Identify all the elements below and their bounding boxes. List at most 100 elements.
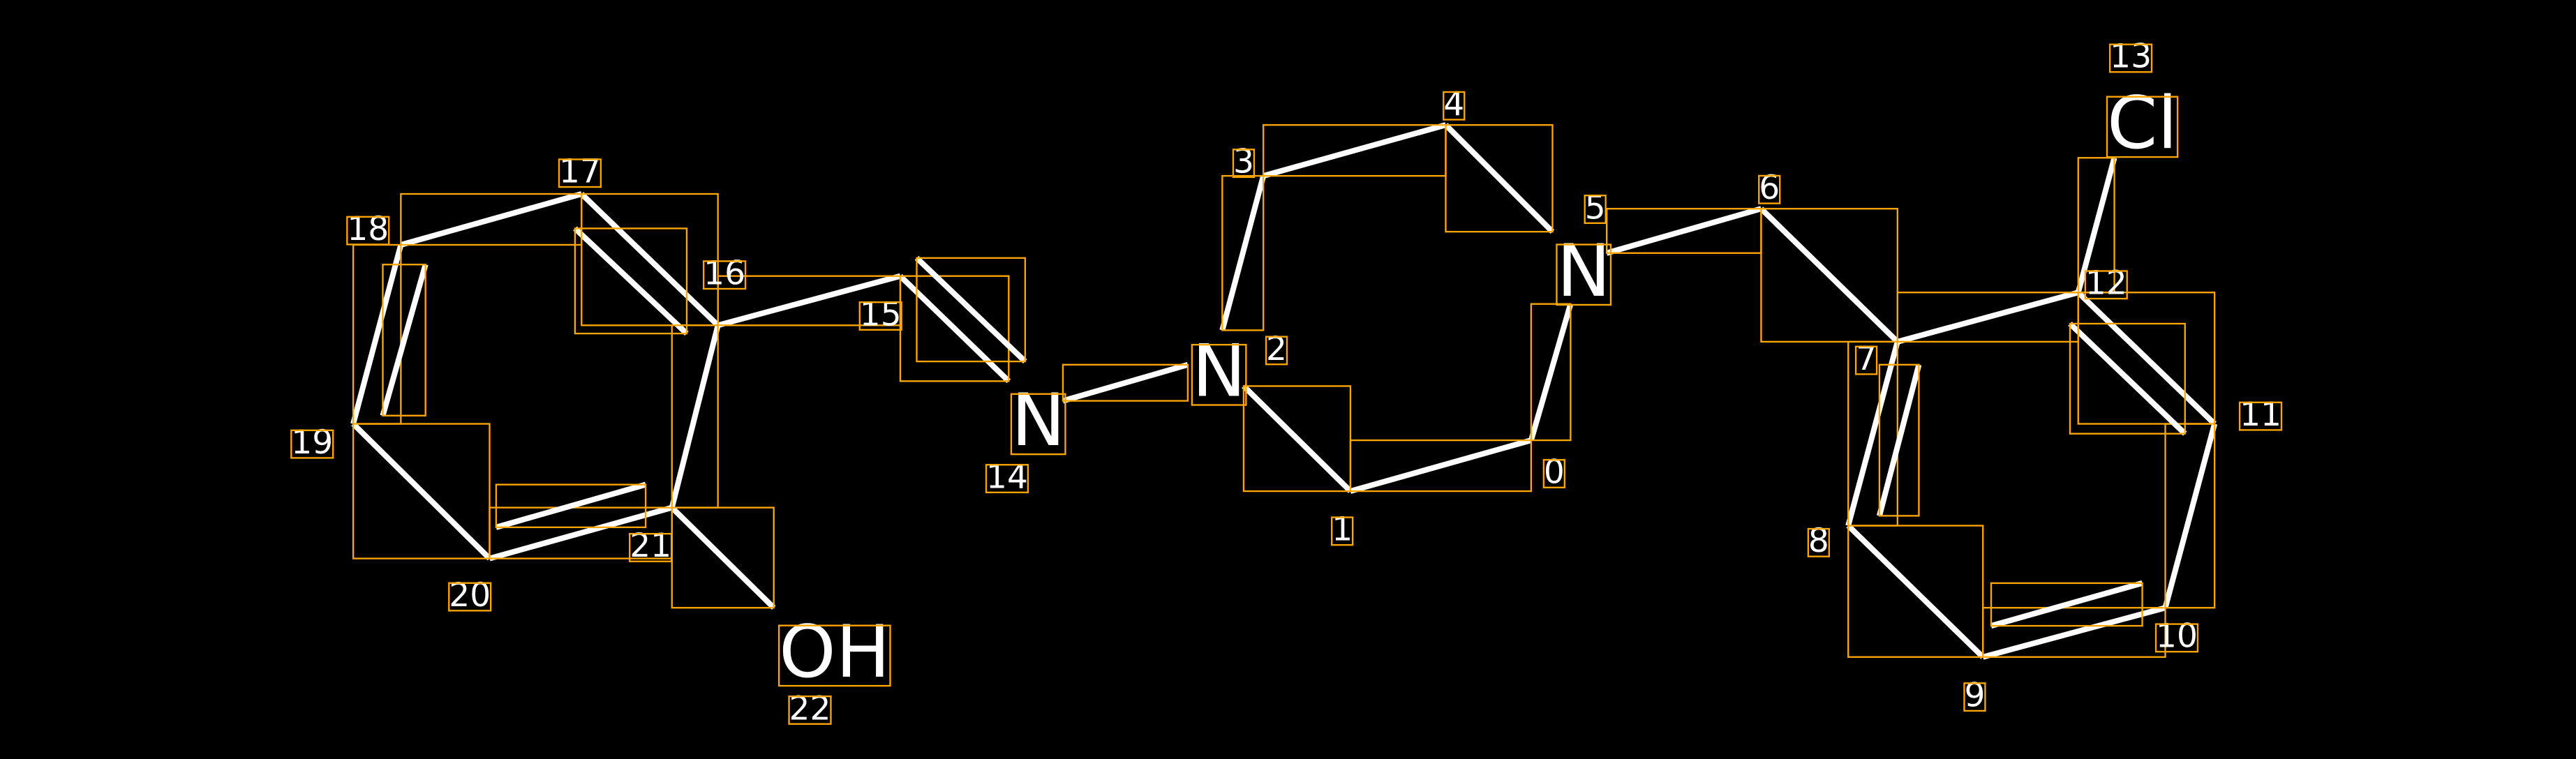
label-bounding-box: [1807, 527, 1830, 557]
atom-index-label: 0: [1544, 453, 1565, 491]
bond-line: [1759, 206, 1900, 344]
bond-4-5: [1443, 123, 1555, 234]
label-bounding-box: [629, 532, 673, 562]
bond-line: [1443, 123, 1555, 234]
bond-line: [1846, 523, 1986, 659]
bond-line: [669, 324, 721, 509]
bond-line: [1242, 384, 1353, 493]
bond-bounding-box: [574, 227, 688, 335]
bond-20-21: [489, 481, 673, 562]
label-bounding-box: [558, 158, 602, 188]
bond-bounding-box: [916, 257, 1027, 363]
atom-index-label: 21: [630, 527, 671, 565]
label-bounding-box: [1265, 336, 1288, 366]
label-bounding-box: [2106, 96, 2179, 158]
atom-index-label: 15: [860, 295, 902, 333]
atom-index-label: 16: [703, 254, 745, 292]
bond-bounding-box: [1242, 385, 1352, 493]
atom-index-label: 11: [2240, 396, 2281, 434]
bond-line: [2162, 423, 2217, 609]
bond-bounding-box: [899, 275, 1010, 382]
atom-index-label: 7: [1856, 340, 1877, 378]
bond-7-8: [1845, 340, 1922, 527]
atom-index-label: 5: [1585, 188, 1606, 227]
bond-19-20: [351, 421, 492, 561]
atom-symbol-n: N: [1011, 379, 1065, 463]
bond-inner-line: [914, 255, 1027, 364]
bond-line: [898, 273, 1011, 384]
atom-index-label: 6: [1759, 169, 1780, 207]
bond-inner-line: [495, 481, 647, 530]
label-bounding-box: [777, 624, 891, 687]
bond-line: [351, 421, 492, 561]
bond-line: [400, 191, 583, 248]
bond-16-17: [573, 192, 720, 336]
label-bounding-box: [448, 582, 492, 612]
bond-bounding-box: [1990, 582, 2143, 627]
bond-bounding-box: [1221, 174, 1265, 331]
bond-bounding-box: [382, 264, 426, 416]
bond-2-3: [1219, 174, 1267, 331]
bond-bounding-box: [2069, 322, 2186, 435]
atom-index-label: 10: [2156, 617, 2198, 656]
bond-line: [1896, 290, 2079, 345]
bond-line: [1606, 206, 1762, 256]
atom-index-label: 14: [986, 458, 1028, 496]
atom-index-label: 19: [291, 423, 333, 462]
atom-symbol-cl: Cl: [2107, 82, 2177, 165]
atom-index-label: 17: [559, 153, 601, 191]
bond-inner-line: [573, 226, 689, 336]
label-bounding-box: [2154, 623, 2199, 653]
label-bounding-box: [2108, 43, 2153, 73]
bond-line: [717, 273, 902, 329]
bond-bounding-box: [1847, 525, 1984, 658]
bonds-layer: [350, 122, 2217, 660]
label-bounding-box: [1854, 345, 1878, 375]
bond-line: [669, 505, 776, 610]
labels-layer: 012N345N678910111213Cl14N151617181920212…: [290, 38, 2283, 728]
label-bounding-box: [1331, 516, 1354, 546]
bond-bounding-box: [1062, 363, 1189, 402]
atom-index-label: 20: [449, 576, 491, 615]
atom-index-label: 18: [347, 210, 389, 248]
atom-symbol-n: N: [1192, 330, 1246, 414]
bond-bounding-box: [1982, 607, 2166, 658]
bond-bounding-box: [352, 423, 491, 559]
label-bounding-box: [1232, 149, 1256, 179]
bond-bounding-box: [1896, 292, 2079, 343]
atom-index-label: 1: [1332, 511, 1353, 549]
bond-11-12: [2068, 290, 2217, 436]
label-bounding-box: [1963, 682, 1986, 712]
bond-bounding-box: [1878, 363, 1920, 517]
bond-6-7: [1759, 206, 1900, 344]
bond-bounding-box: [1530, 303, 1572, 442]
bond-bounding-box: [1760, 208, 1898, 343]
bond-bounding-box: [495, 483, 647, 529]
bond-inner-line: [2068, 322, 2187, 436]
atom-index-label: 4: [1443, 85, 1464, 123]
bond-bounding-box: [1445, 123, 1554, 233]
label-bounding-box: [346, 216, 390, 246]
bond-12-7: [1896, 290, 2079, 345]
bond-line: [350, 243, 404, 425]
bond-bounding-box: [400, 193, 583, 246]
label-bounding-box: [1758, 174, 1781, 204]
bond-8-9: [1846, 523, 1986, 659]
bond-line: [1528, 303, 1574, 442]
bond-bounding-box: [2077, 157, 2115, 294]
atom-index-label: 9: [1964, 676, 1985, 714]
bond-15-14: [898, 255, 1027, 384]
label-bounding-box: [2238, 401, 2283, 431]
bond-line: [579, 192, 720, 328]
atom-index-label: 3: [1233, 142, 1254, 181]
label-bounding-box: [2084, 270, 2128, 300]
bond-inner-line: [1990, 580, 2143, 629]
bond-line: [1349, 437, 1532, 494]
bond-line: [1982, 605, 2166, 660]
bond-inner-line: [1877, 363, 1922, 517]
bond-5-0: [1528, 303, 1574, 442]
bond-14-2: [1062, 361, 1189, 404]
label-bounding-box: [1010, 393, 1066, 456]
